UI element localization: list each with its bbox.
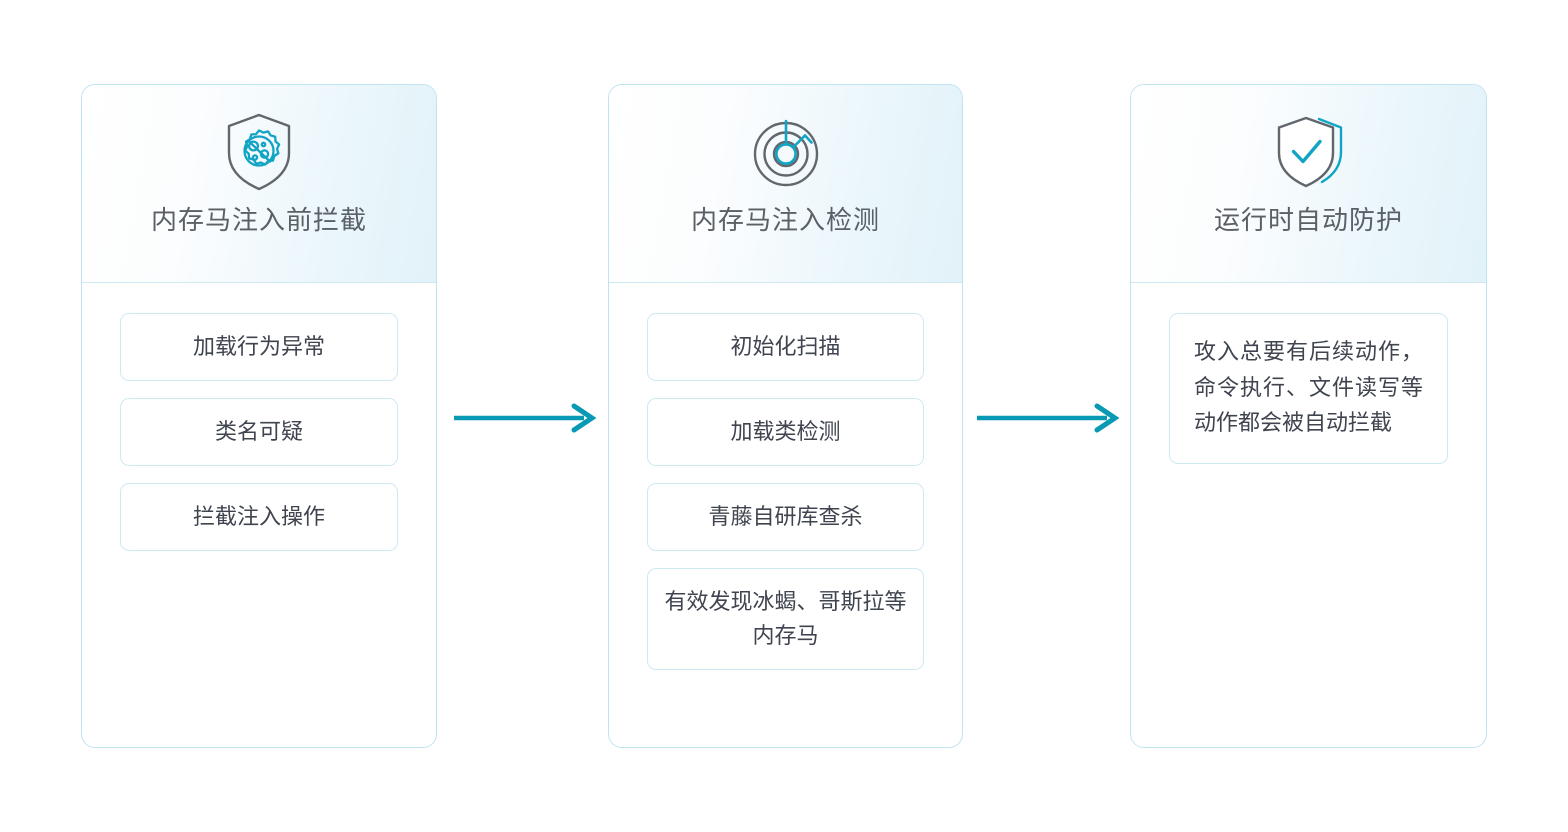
step-3-item-1[interactable]: 攻入总要有后续动作，命令执行、文件读写等动作都会被自动拦截 (1169, 313, 1448, 464)
step-2-header: 内存马注入检测 (609, 85, 962, 283)
step-1-header: 内存马注入前拦截 (82, 85, 436, 283)
arrow-step1-to-step2 (452, 398, 612, 438)
flow-step-card-2[interactable]: 内存马注入检测 初始化扫描 加载类检测 青藤自研库查杀 有效发现冰蝎、哥斯拉等内… (608, 84, 963, 748)
step-2-item-2[interactable]: 加载类检测 (647, 398, 924, 467)
shield-check-icon (1263, 111, 1355, 193)
step-1-item-1[interactable]: 加载行为异常 (120, 313, 398, 382)
step-2-item-3[interactable]: 青藤自研库查杀 (647, 483, 924, 552)
step-3-title: 运行时自动防护 (1213, 205, 1403, 235)
step-3-body: 攻入总要有后续动作，命令执行、文件读写等动作都会被自动拦截 (1131, 283, 1486, 464)
step-1-body: 加载行为异常 类名可疑 拦截注入操作 (82, 283, 436, 552)
shield-virus-icon (213, 111, 305, 193)
step-1-title: 内存马注入前拦截 (150, 205, 367, 235)
step-1-item-3[interactable]: 拦截注入操作 (120, 483, 398, 552)
step-2-title: 内存马注入检测 (690, 205, 880, 235)
step-3-header: 运行时自动防护 (1131, 85, 1486, 283)
radar-scan-icon (740, 111, 832, 193)
step-1-item-2[interactable]: 类名可疑 (120, 398, 398, 467)
step-2-item-4[interactable]: 有效发现冰蝎、哥斯拉等内存马 (647, 568, 924, 671)
step-2-body: 初始化扫描 加载类检测 青藤自研库查杀 有效发现冰蝎、哥斯拉等内存马 (609, 283, 962, 671)
step-2-item-1[interactable]: 初始化扫描 (647, 313, 924, 382)
flow-step-card-3[interactable]: 运行时自动防护 攻入总要有后续动作，命令执行、文件读写等动作都会被自动拦截 (1130, 84, 1487, 748)
flow-step-card-1[interactable]: 内存马注入前拦截 加载行为异常 类名可疑 拦截注入操作 (81, 84, 437, 748)
arrow-step2-to-step3 (975, 398, 1135, 438)
